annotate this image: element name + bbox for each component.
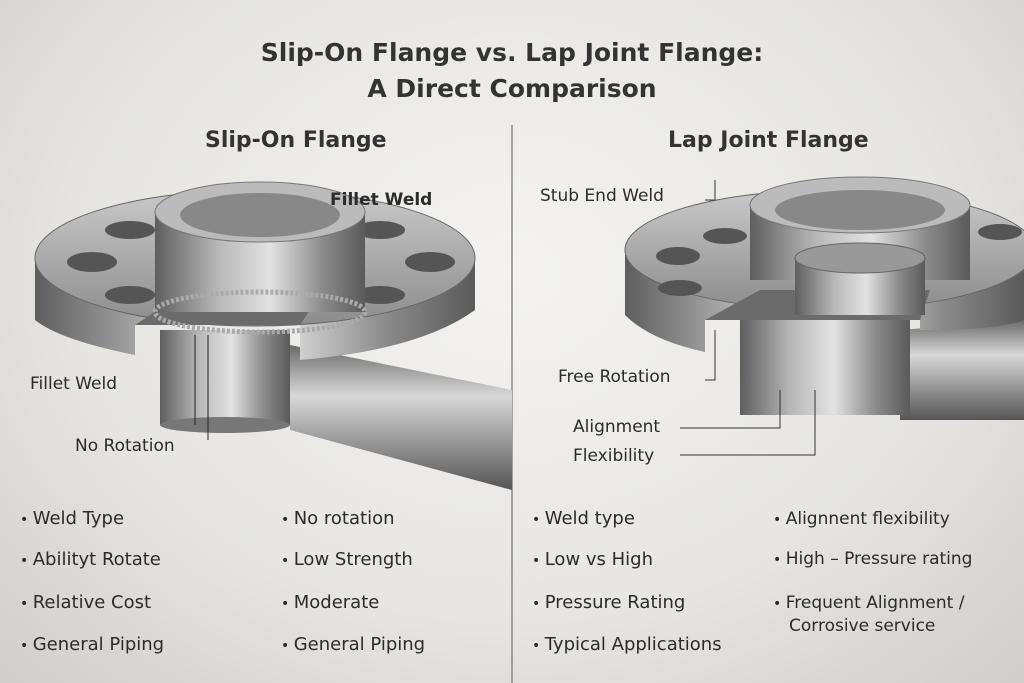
label-stub-end-weld: Stub End Weld — [540, 186, 664, 206]
left-bullet-4: General Piping — [20, 634, 164, 655]
label-fillet-weld-side: Fillet Weld — [30, 374, 118, 394]
left-value-3: Moderate — [281, 592, 380, 613]
right-value-1: Alignnent flexibility — [773, 509, 950, 529]
right-value-3-continued: Corrosive service — [789, 616, 936, 636]
label-fillet-weld-top: Fillet Weld — [330, 190, 433, 210]
right-bullet-1: Weld type — [532, 508, 635, 529]
right-bullet-3: Pressure Rating — [532, 592, 686, 613]
right-value-2: High – Pressure rating — [773, 549, 973, 569]
left-bullet-1: Weld Type — [20, 508, 124, 529]
title-line-1: Slip-On Flange vs. Lap Joint Flange: — [260, 38, 764, 67]
label-free-rotation: Free Rotation — [558, 367, 671, 387]
right-bullet-2: Low vs High — [532, 549, 653, 570]
left-value-2: Low Strength — [281, 549, 413, 570]
slip-on-flange-drawing — [34, 181, 512, 490]
title-line-2: A Direct Comparison — [367, 74, 657, 103]
right-bullet-4: Typical Applications — [532, 634, 722, 655]
lap-joint-flange-drawing — [624, 176, 1024, 456]
right-value-3: Frequent Alignment / — [773, 593, 965, 613]
label-no-rotation: No Rotation — [75, 436, 175, 456]
left-value-1: No rotation — [281, 508, 395, 529]
left-bullet-3: Relative Cost — [20, 592, 151, 613]
left-value-4: General Piping — [281, 634, 425, 655]
label-flexibility: Flexibility — [573, 446, 655, 466]
right-heading: Lap Joint Flange — [668, 128, 869, 153]
left-bullet-2: Abilityt Rotate — [20, 549, 161, 570]
left-heading: Slip-On Flange — [205, 128, 387, 153]
label-alignment: Alignment — [573, 417, 661, 437]
